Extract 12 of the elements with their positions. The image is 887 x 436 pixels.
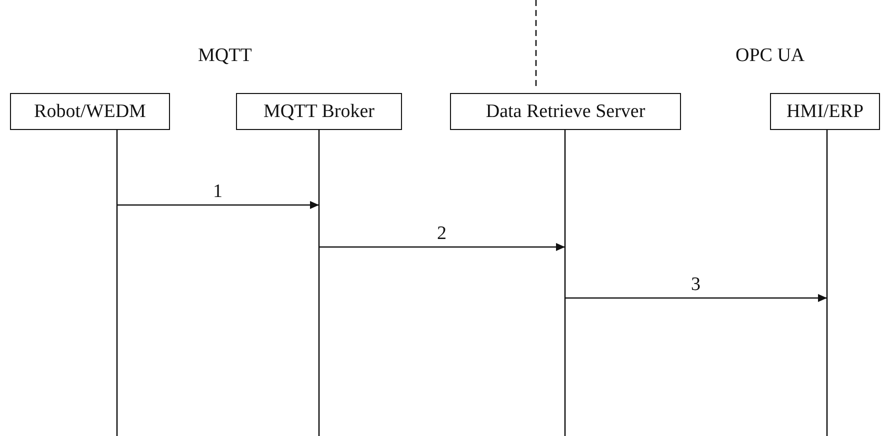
participant-box: MQTT Broker bbox=[236, 93, 402, 130]
participant-box: Data Retrieve Server bbox=[450, 93, 681, 130]
message-arrow bbox=[565, 294, 827, 302]
edge-label: 3 bbox=[691, 274, 700, 296]
zone-title: MQTT bbox=[198, 45, 252, 67]
message-arrow bbox=[117, 201, 319, 209]
message-arrow bbox=[319, 243, 565, 251]
participant-box: HMI/ERP bbox=[770, 93, 880, 130]
participant-box: Robot/WEDM bbox=[10, 93, 170, 130]
zone-title: OPC UA bbox=[736, 45, 805, 67]
edge-label: 1 bbox=[213, 181, 222, 203]
edge-label: 2 bbox=[437, 223, 446, 245]
